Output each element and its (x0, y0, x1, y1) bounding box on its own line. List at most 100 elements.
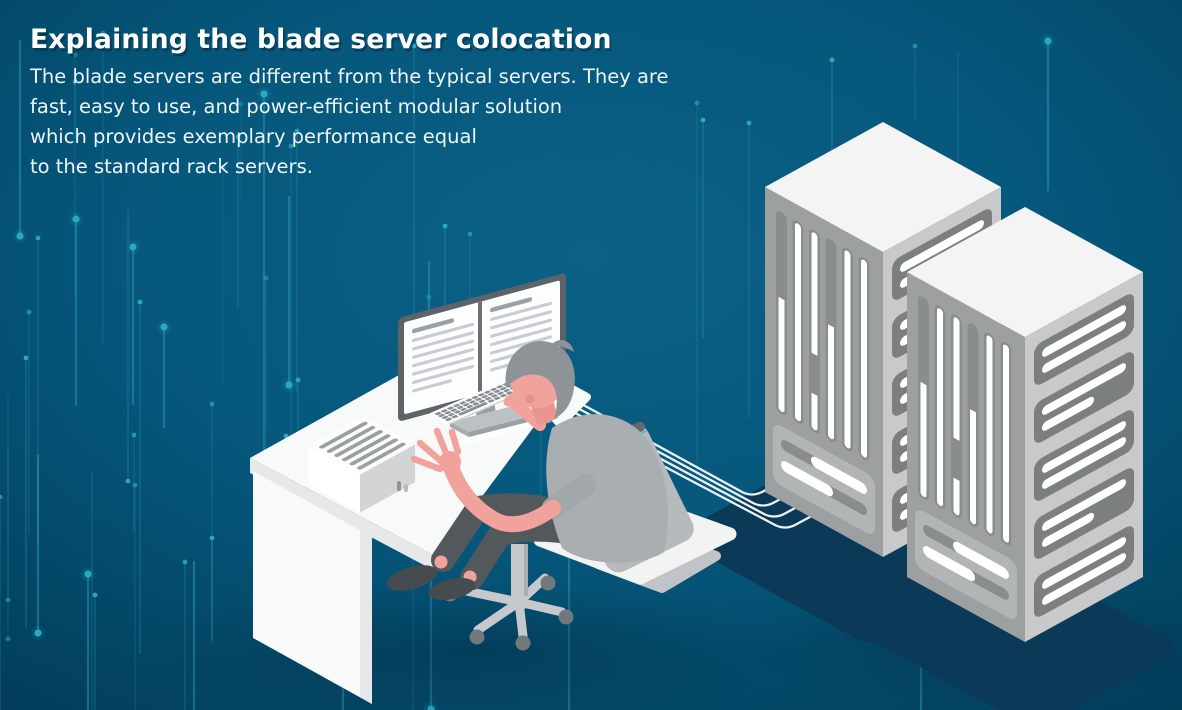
key (466, 405, 474, 409)
key (505, 391, 514, 395)
description-line: which provides exemplary performance equ… (30, 125, 477, 148)
screen-text-line (412, 364, 474, 385)
cable (554, 388, 852, 496)
caster-wheel (469, 629, 485, 645)
chair-column (511, 544, 528, 596)
key (469, 400, 476, 404)
key (445, 417, 453, 422)
key (490, 394, 498, 398)
screen-text-line (412, 322, 474, 343)
key (465, 398, 473, 402)
circuit-dot (746, 120, 752, 126)
box-front-right (360, 444, 415, 513)
box-top-face (308, 415, 415, 475)
copy-block: Explaining the blade server colocation T… (30, 24, 669, 182)
chair-base (442, 544, 574, 651)
key (490, 387, 497, 392)
circuit-dot (5, 597, 11, 603)
description-line: to the standard rack servers. (30, 155, 313, 178)
box-indicator (397, 481, 401, 491)
person-fingers (410, 427, 462, 473)
person-shoe (386, 565, 438, 591)
finger (448, 428, 462, 456)
chair-base-legs (447, 573, 567, 641)
circuit-dot (92, 592, 98, 598)
key (478, 399, 486, 403)
circuit-dot (84, 570, 92, 578)
key (456, 405, 464, 410)
desk-highlight-strip (452, 418, 552, 446)
circuit-dot (5, 636, 11, 642)
box-vent (334, 430, 383, 457)
screen-text-line (412, 348, 474, 368)
key (460, 407, 467, 411)
key (487, 399, 495, 403)
key (447, 406, 454, 410)
desk-leg-panel (253, 471, 372, 704)
key (453, 410, 461, 414)
circuit-dot (220, 164, 226, 170)
description-line: fast, easy to use, and power-efficient m… (30, 95, 563, 118)
key (477, 393, 485, 397)
circuit-dot (283, 433, 289, 439)
circuit-dot (442, 223, 448, 229)
desk-front-edge (250, 458, 437, 572)
screen-divider (478, 301, 482, 395)
circuit-dot (72, 52, 78, 58)
chair-base-hub (510, 593, 528, 611)
cable (557, 396, 863, 507)
box-vent (357, 442, 406, 470)
person-hair-curl (552, 340, 574, 352)
keyboard-keys (434, 379, 526, 422)
circuit-dot (694, 100, 700, 106)
circuit-dot (72, 79, 78, 85)
circuit-dot (34, 629, 42, 637)
desk-leg-shade (360, 530, 372, 704)
key (493, 396, 501, 400)
key (497, 391, 504, 395)
circuit-dot (467, 231, 473, 237)
chair-column-shade (524, 544, 528, 596)
key (462, 403, 470, 407)
circuit-dot (35, 235, 41, 241)
key (487, 392, 495, 396)
circuit-dot (72, 215, 80, 223)
circuit-dot (238, 101, 244, 107)
box-vent (341, 434, 391, 462)
person-hair (505, 340, 575, 419)
key (459, 401, 467, 405)
blade-server-tower-right (907, 207, 1143, 642)
screen-text-line (490, 310, 552, 330)
screen-heading-line (490, 297, 532, 313)
circuit-dot (209, 401, 215, 407)
screen-text-line (412, 379, 452, 393)
key (444, 411, 452, 415)
box-top (308, 415, 415, 475)
box-vent (349, 438, 399, 466)
server-shadow-right (836, 538, 1174, 710)
key (451, 415, 459, 419)
circuit-dot (100, 30, 106, 36)
circuit-dot (260, 90, 268, 98)
circuit-dot (263, 275, 269, 281)
cable (560, 404, 874, 518)
circuit-dot (912, 43, 918, 49)
screen-text-line (490, 335, 552, 355)
box-front-left (308, 446, 360, 513)
key (484, 397, 492, 401)
key (434, 411, 442, 416)
key (441, 415, 449, 419)
screen-heading-line (412, 318, 454, 334)
circuit-dot (23, 355, 29, 361)
screen-text-line (490, 326, 552, 347)
key (481, 395, 489, 399)
key (493, 389, 501, 393)
monitor-stand-base (450, 406, 532, 432)
screen-text-line (412, 339, 474, 359)
key (450, 408, 458, 412)
circuit-dot (26, 309, 32, 315)
screen-text-line (412, 356, 474, 376)
key (472, 402, 480, 406)
